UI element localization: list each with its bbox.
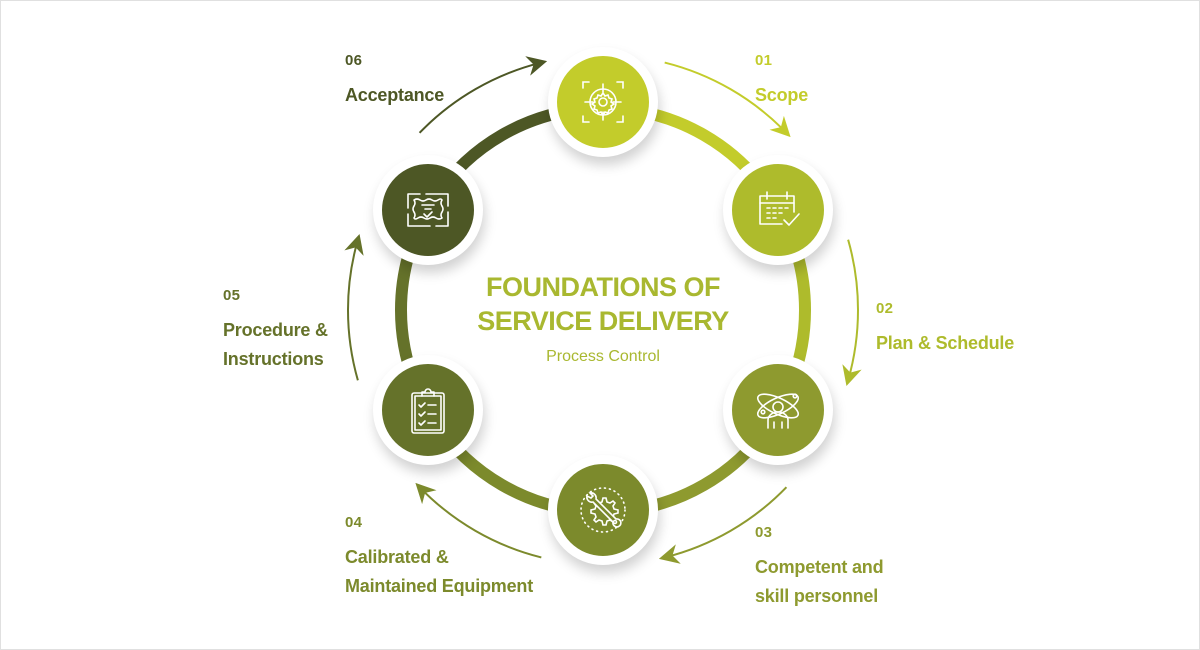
step-title-line2: Instructions bbox=[223, 349, 324, 369]
step-label-05: 05 Procedure & Instructions bbox=[223, 287, 328, 374]
target-gear-icon bbox=[582, 81, 624, 123]
step-title: Acceptance bbox=[345, 85, 445, 105]
step-title-line2: skill personnel bbox=[755, 586, 879, 606]
step-number: 04 bbox=[345, 514, 363, 531]
step-title-line1: Procedure & bbox=[223, 320, 328, 340]
center-subtitle: Process Control bbox=[546, 348, 660, 365]
step-number: 02 bbox=[876, 300, 894, 317]
flow-arrow-icon bbox=[664, 61, 791, 138]
person-atom-icon bbox=[756, 393, 800, 429]
certificate-icon bbox=[407, 193, 449, 227]
step-number: 06 bbox=[345, 52, 363, 69]
step-title: Plan & Schedule bbox=[876, 333, 1015, 353]
step-node-calibrated-equipment bbox=[548, 455, 658, 565]
step-label-06: 06 Acceptance bbox=[345, 52, 444, 110]
step-title-line1: Competent and bbox=[755, 557, 884, 577]
step-label-02: 02 Plan & Schedule bbox=[876, 300, 1014, 358]
flow-arrow-icon bbox=[418, 56, 548, 134]
center-title-line1: FOUNDATIONS OF bbox=[486, 272, 720, 302]
step-number: 01 bbox=[755, 52, 773, 69]
flow-arrow-icon bbox=[344, 233, 364, 381]
flow-arrow-icon bbox=[842, 239, 862, 387]
center-title-line2: SERVICE DELIVERY bbox=[477, 306, 729, 336]
flow-arrow-icon bbox=[658, 486, 788, 564]
step-title-line1: Calibrated & bbox=[345, 547, 449, 567]
step-title-line2: Maintained Equipment bbox=[345, 576, 534, 596]
flow-arrow-icon bbox=[415, 482, 542, 559]
step-node-scope bbox=[548, 47, 658, 157]
step-node-plan-schedule bbox=[723, 155, 833, 265]
step-number: 05 bbox=[223, 287, 241, 304]
step-node-acceptance bbox=[373, 155, 483, 265]
step-number: 03 bbox=[755, 524, 773, 541]
step-node-competent-personnel bbox=[723, 355, 833, 465]
clipboard-checklist-icon bbox=[411, 388, 445, 434]
step-label-04: 04 Calibrated & Maintained Equipment bbox=[345, 514, 533, 601]
calendar-check-icon bbox=[759, 191, 800, 226]
step-node-procedure-instructions bbox=[373, 355, 483, 465]
step-title: Scope bbox=[755, 85, 809, 105]
wrench-gear-icon bbox=[580, 487, 626, 533]
step-label-01: 01 Scope bbox=[755, 52, 808, 110]
step-label-03: 03 Competent and skill personnel bbox=[755, 524, 884, 611]
diagram-center-title: FOUNDATIONS OF SERVICE DELIVERY Process … bbox=[453, 270, 753, 366]
